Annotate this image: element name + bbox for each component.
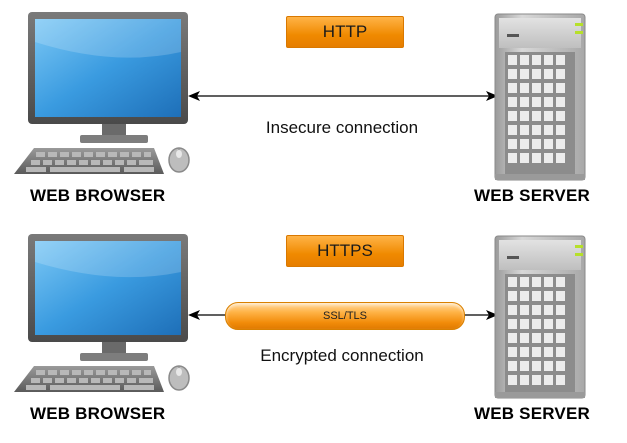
server-tower-icon	[494, 235, 586, 399]
keyboard-icon	[14, 366, 164, 392]
https-protocol-badge: HTTPS	[286, 235, 404, 267]
desktop-computer-icon	[14, 234, 190, 392]
mouse-icon	[168, 147, 190, 173]
ssl-tls-tunnel: SSL/TLS	[225, 302, 465, 330]
https-diagram-row: WEB BROWSER HTTPS SSL/TLS Encrypted conn…	[14, 234, 590, 423]
keyboard-icon	[14, 148, 164, 174]
insecure-connection-label: Insecure connection	[265, 118, 419, 137]
web-server-label: WEB SERVER	[474, 186, 590, 205]
mouse-icon	[168, 365, 190, 391]
web-server-label: WEB SERVER	[474, 404, 590, 423]
web-browser-label: WEB BROWSER	[30, 404, 166, 423]
double-arrow-icon	[188, 91, 498, 101]
desktop-computer-icon	[14, 12, 190, 174]
encrypted-connection-label: Encrypted connection	[260, 346, 424, 365]
http-protocol-badge: HTTP	[286, 16, 404, 48]
web-browser-label: WEB BROWSER	[30, 186, 166, 205]
server-tower-icon	[494, 13, 586, 181]
http-diagram-row: WEB BROWSER HTTP Insecure connection	[14, 12, 590, 205]
